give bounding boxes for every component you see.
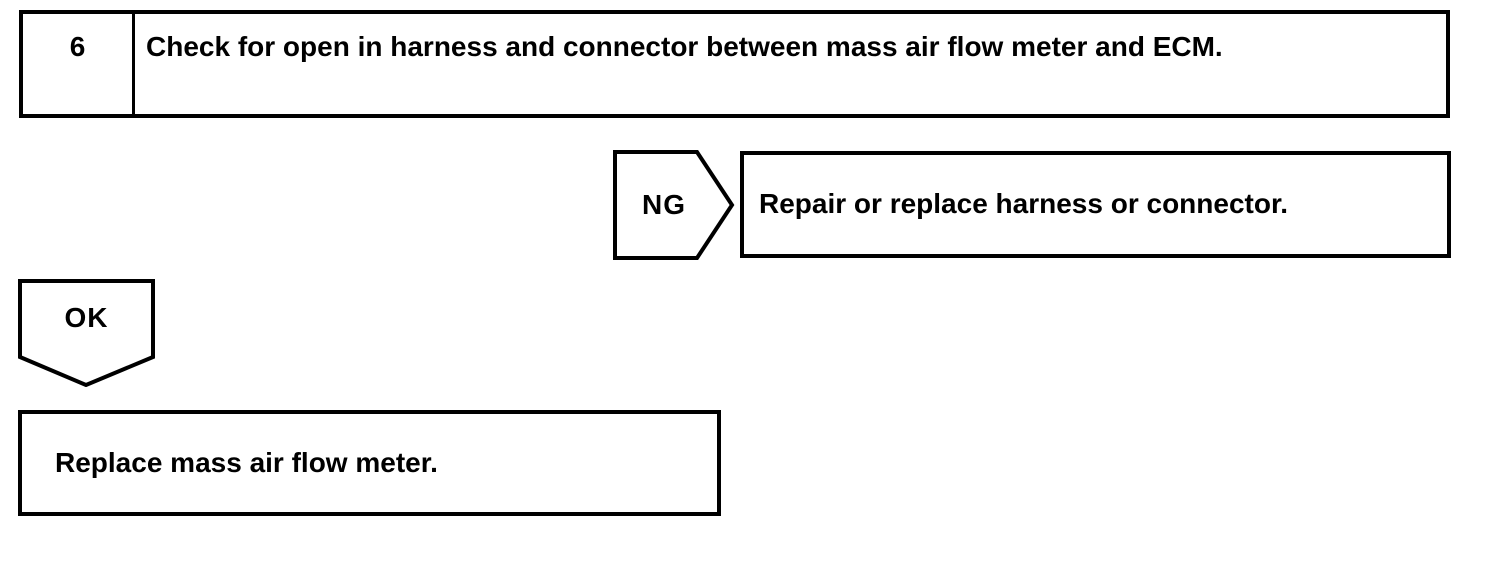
step-box: 6 Check for open in harness and connecto… — [19, 10, 1450, 118]
ok-action-text: Replace mass air flow meter. — [55, 446, 438, 478]
step-number: 6 — [23, 14, 135, 114]
ok-action-box: Replace mass air flow meter. — [18, 410, 721, 516]
ng-pentagon-icon — [613, 150, 735, 260]
step-instruction: Check for open in harness and connector … — [146, 31, 1223, 62]
ok-pentagon-icon — [18, 279, 155, 387]
ng-label: NG — [642, 189, 686, 220]
ng-action-box: Repair or replace harness or connector. — [740, 151, 1451, 258]
ng-connector: NG — [613, 150, 735, 260]
ng-action-text: Repair or replace harness or connector. — [759, 188, 1289, 220]
ok-connector: OK — [18, 279, 155, 387]
ok-label: OK — [64, 302, 109, 333]
